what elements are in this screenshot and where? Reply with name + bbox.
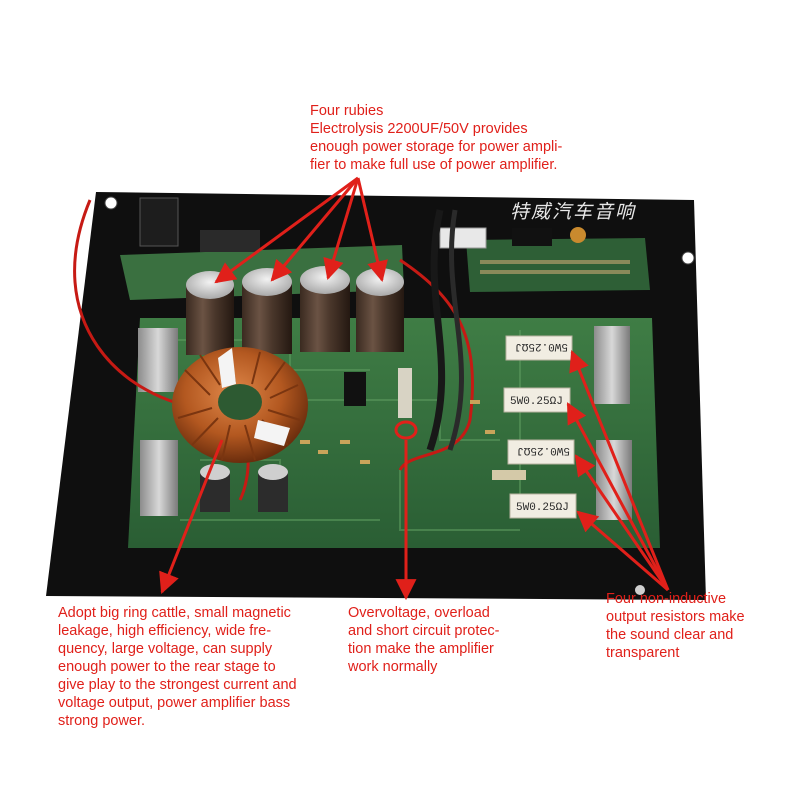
capacitor-3 [300, 266, 350, 352]
watermark-text: 特威汽车音响 [510, 201, 637, 223]
mount-hole [104, 196, 118, 210]
resistor-label: 5W0.25ΩJ [510, 396, 563, 408]
protection-callout: Overvoltage, overload and short circuit … [348, 605, 500, 675]
resistor-label: 5W0.25ΩJ [516, 502, 569, 514]
small-component [492, 470, 526, 480]
heatsink-left [138, 328, 178, 392]
control-board-pins [480, 260, 630, 274]
black-wire-bundle [426, 209, 446, 452]
mount-hole [635, 585, 645, 595]
terminal-block [139, 197, 179, 247]
capacitor-4 [356, 268, 404, 352]
mount-hole [681, 251, 695, 265]
connector [439, 227, 487, 249]
protection-highlight [394, 420, 418, 440]
output-resistor-1: 5W0.25ΩJ [505, 335, 573, 361]
ceramic-resistor-vertical [398, 368, 412, 418]
potentiometer [570, 227, 586, 243]
red-wire [398, 258, 474, 471]
resistor-callout: Four non-inductive output resistors make… [606, 591, 745, 661]
capacitor-1 [186, 271, 234, 355]
capacitor-2 [242, 268, 292, 354]
toroid-transformer [172, 347, 308, 463]
capacitor-arrows [214, 176, 388, 284]
resistor-label: 5W0.25ΩJ [515, 340, 568, 352]
ic-chip [344, 372, 366, 406]
control-board [466, 238, 650, 292]
small-components [300, 400, 495, 464]
black-wire-bundle [447, 209, 464, 451]
heatsink-right [594, 326, 630, 404]
terminal-block [200, 230, 260, 252]
ic-chip [512, 228, 552, 246]
toroid-callout: Adopt big ring cattle, small magnetic le… [58, 605, 297, 729]
capacitor-callout: Four rubies Electrolysis 2200UF/50V prov… [310, 103, 563, 173]
small-capacitor [258, 464, 288, 512]
toroid-tape [218, 348, 236, 388]
resistor-label: 5W0.25ΩJ [517, 444, 570, 456]
toroid-tape [254, 420, 290, 446]
toroid-arrow [159, 439, 224, 594]
heatsink-right [596, 440, 632, 520]
output-resistor-3: 5W0.25ΩJ [507, 439, 575, 465]
resistor-arrows [566, 350, 670, 592]
heatsink-left [140, 440, 178, 516]
output-resistor-2: 5W0.25ΩJ [503, 387, 571, 413]
output-resistor-4: 5W0.25ΩJ [509, 493, 577, 519]
